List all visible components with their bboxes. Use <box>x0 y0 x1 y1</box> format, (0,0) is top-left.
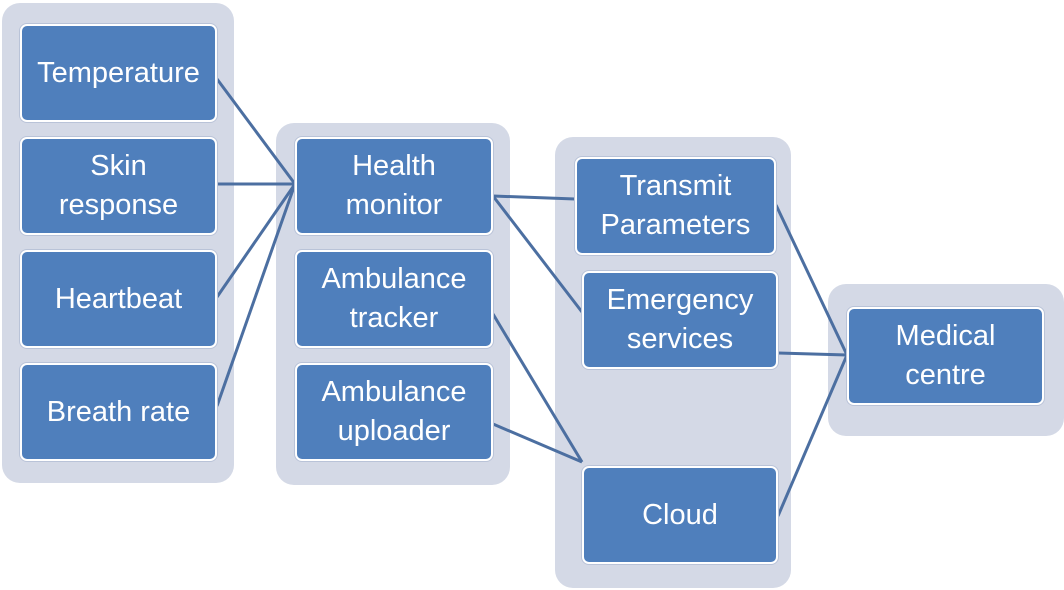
connector-health-monitor-to-transmit-parameters <box>492 194 576 201</box>
connector-ambulance-uploader-to-cloud <box>492 422 583 464</box>
connector-temperature-to-health-monitor <box>215 78 297 185</box>
connector-heartbeat-to-health-monitor <box>215 183 297 298</box>
connector-breath-rate-to-health-monitor <box>215 183 297 407</box>
connector-emergency-services-to-medical-centre <box>777 351 848 357</box>
connector-transmit-parameters-to-medical-centre <box>774 204 849 356</box>
temperature-node: Temperature <box>20 24 217 122</box>
connector-ambulance-tracker-to-cloud <box>491 313 584 463</box>
cloud-node: Cloud <box>582 466 778 564</box>
connector-cloud-to-medical-centre <box>776 354 849 517</box>
breath-rate-node: Breath rate <box>20 363 217 461</box>
connector-health-monitor-to-emergency-services <box>491 195 584 313</box>
heartbeat-node: Heartbeat <box>20 250 217 348</box>
